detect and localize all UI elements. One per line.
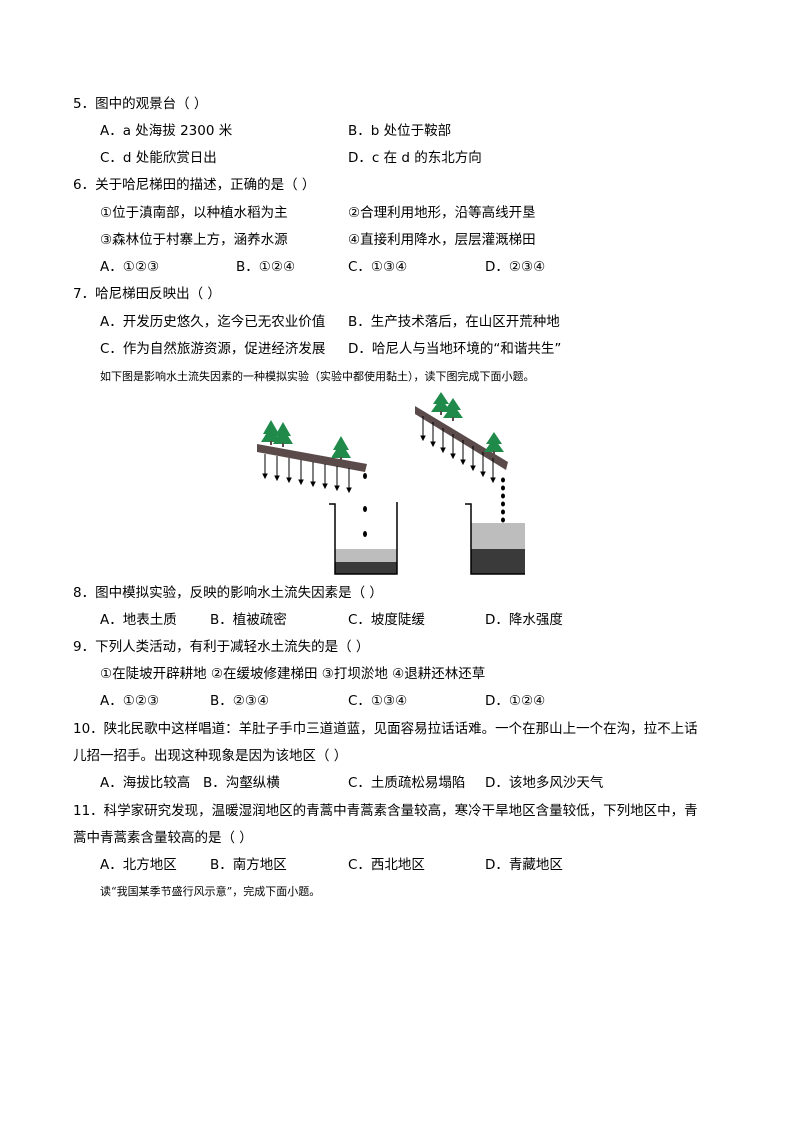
- q11-stem-line1: 11．科学家研究发现，温暖湿润地区的青蒿中青蒿素含量较高，寒冷干旱地区含量较低，…: [73, 803, 698, 819]
- q10-stem-line2: 儿招一招手。出现这种现象是因为该地区（ ）: [73, 748, 348, 764]
- q8-option-c: C．坡度陡缓: [348, 612, 425, 628]
- q6-option-d: D．②③④: [485, 259, 546, 275]
- q11-stem-line2: 蒿中青蒿素含量较高的是（ ）: [73, 830, 253, 846]
- q8-option-a: A．地表土质: [100, 612, 177, 628]
- water-drop: [363, 531, 367, 537]
- q5-option-a: A．a 处海拔 2300 米: [100, 123, 233, 139]
- steep-slope-board: [415, 406, 508, 470]
- q6-option-b: B．①②④: [236, 259, 296, 275]
- q6-statement-2: ②合理利用地形，沿等高线开垦: [348, 205, 536, 221]
- q5-option-b: B．b 处位于鞍部: [348, 123, 452, 139]
- water-drop: [363, 473, 367, 479]
- q11-option-c: C．西北地区: [348, 857, 425, 873]
- tree-icon: [273, 422, 293, 447]
- q7-stem: 7．哈尼梯田反映出（ ）: [73, 286, 221, 302]
- q5-option-d: D．c 在 d 的东北方向: [348, 150, 482, 166]
- q5-option-c: C．d 处能欣赏日出: [100, 150, 217, 166]
- gentle-slope-setup: [257, 420, 398, 575]
- q9-statements: ①在陡坡开辟耕地 ②在缓坡修建梯田 ③打坝淤地 ④退耕还林还草: [100, 666, 486, 682]
- q8-stem: 8．图中模拟实验，反映的影响水土流失因素是（ ）: [73, 585, 383, 601]
- q6-option-c: C．①③④: [348, 259, 408, 275]
- tree-icon: [443, 398, 463, 421]
- q9-option-c: C．①③④: [348, 693, 408, 709]
- q5-stem: 5．图中的观景台（ ）: [73, 96, 208, 112]
- q11-option-b: B．南方地区: [210, 857, 287, 873]
- tree-icon: [261, 420, 281, 445]
- q7-option-d: D．哈尼人与当地环境的“和谐共生”: [348, 341, 562, 357]
- q10-option-a: A．海拔比较高: [100, 775, 191, 791]
- q6-stem: 6．关于哈尼梯田的描述，正确的是（ ）: [73, 177, 316, 193]
- q10-option-b: B．沟壑纵横: [203, 775, 280, 791]
- steep-slope-setup: [415, 392, 525, 575]
- beaker-right: [465, 503, 525, 575]
- beaker-left: [329, 502, 398, 575]
- rain-arrows-left: [262, 454, 352, 494]
- q10-option-c: C．土质疏松易塌陷: [348, 775, 466, 791]
- q11-option-a: A．北方地区: [100, 857, 177, 873]
- rain-arrows-right: [420, 416, 496, 484]
- q7-option-b: B．生产技术落后，在山区开荒种地: [348, 314, 560, 330]
- q6-option-a: A．①②③: [100, 259, 160, 275]
- q9-option-d: D．①②④: [485, 693, 546, 709]
- tree-icon: [484, 432, 504, 455]
- q10-stem-line1: 10．陕北民歌中这样唱道：羊肚子手巾三道道蓝，见面容易拉话话难。一个在那山上一个…: [73, 721, 698, 737]
- figure-intro-2: 读“我国某季节盛行风示意”，完成下面小题。: [100, 885, 321, 898]
- tree-icon: [331, 436, 351, 461]
- q6-statement-1: ①位于滇南部，以种植水稻为主: [100, 205, 288, 221]
- q8-option-d: D．降水强度: [485, 612, 563, 628]
- figure-intro: 如下图是影响水土流失因素的一种模拟实验（实验中都使用黏土），读下图完成下面小题。: [100, 370, 535, 383]
- water-stream: [501, 477, 505, 523]
- q6-statement-4: ④直接利用降水，层层灌溉梯田: [348, 232, 536, 248]
- q7-option-a: A．开发历史悠久，迄今已无农业价值: [100, 314, 326, 330]
- q9-option-b: B．②③④: [210, 693, 270, 709]
- gentle-slope-board: [257, 444, 367, 472]
- q8-option-b: B．植被疏密: [210, 612, 287, 628]
- q7-option-c: C．作为自然旅游资源，促进经济发展: [100, 341, 326, 357]
- water-drop: [363, 506, 367, 512]
- q11-option-d: D．青藏地区: [485, 857, 563, 873]
- q9-option-a: A．①②③: [100, 693, 160, 709]
- erosion-experiment-figure: [257, 392, 525, 575]
- q10-option-d: D．该地多风沙天气: [485, 775, 604, 791]
- q6-statement-3: ③森林位于村寨上方，涵养水源: [100, 232, 288, 248]
- q9-stem: 9．下列人类活动，有利于减轻水土流失的是（ ）: [73, 639, 370, 655]
